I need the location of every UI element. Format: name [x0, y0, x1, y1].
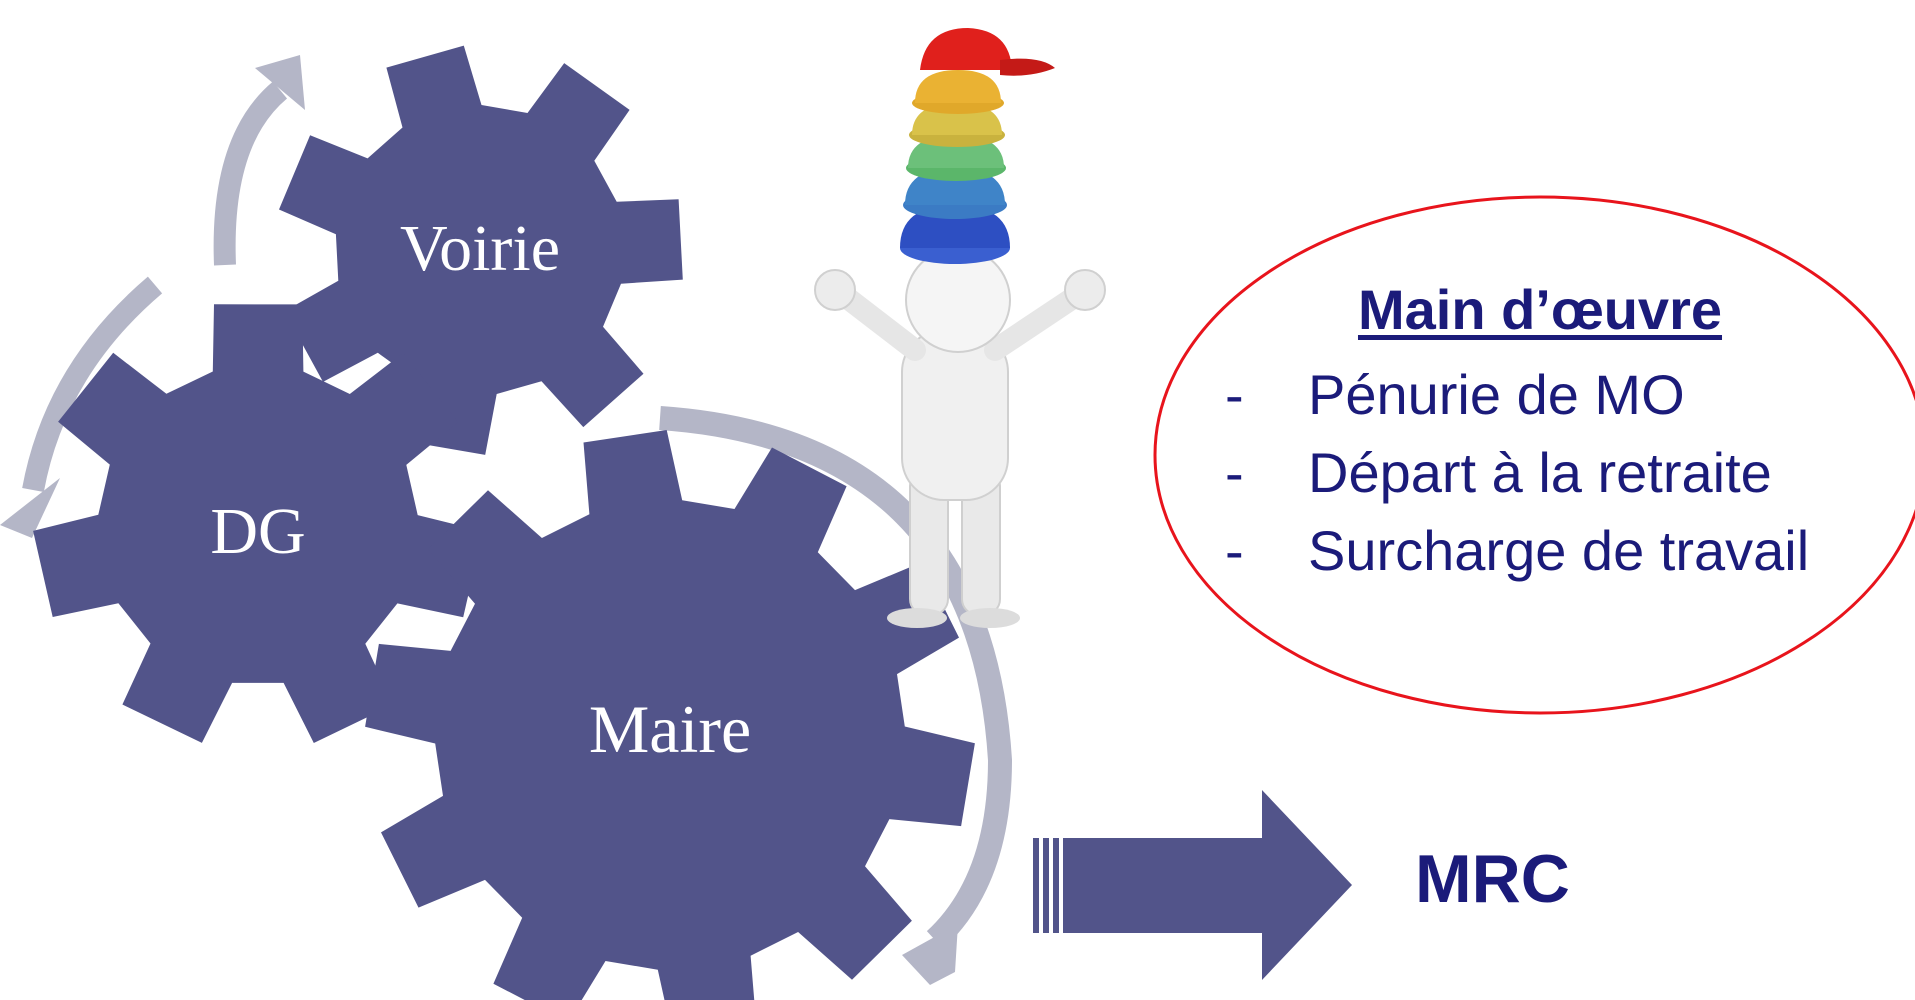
stick-figure-with-stacked-caps-icon: [814, 28, 1106, 628]
main-doeuvre-title: Main d’œuvre: [1357, 278, 1723, 341]
cycle-arrow-maire: [659, 406, 1013, 949]
cycle-arrow-head-left: [0, 478, 60, 538]
cycle-arrow-dg-to-voirie: [213, 81, 288, 266]
gear-label-dg: DG: [210, 495, 305, 568]
bullet-dash: -: [1225, 519, 1244, 582]
list-item: - Départ à la retraite: [1225, 434, 1809, 512]
cycle-arrow-voirie-to-dg: [22, 276, 163, 492]
gear-voirie: [279, 45, 683, 455]
bullet-dash: -: [1225, 363, 1244, 426]
main-doeuvre-oval: [1153, 195, 1915, 715]
cycle-arrow-head-top: [255, 55, 305, 110]
bullet-dash: -: [1225, 441, 1244, 504]
gear-label-maire: Maire: [589, 691, 751, 767]
gear-dg-shape: [33, 304, 483, 743]
list-item-text: Départ à la retraite: [1308, 441, 1772, 504]
gear-dg: [33, 304, 483, 743]
list-item-text: Surcharge de travail: [1308, 519, 1810, 582]
list-item: - Pénurie de MO: [1225, 356, 1809, 434]
gear-maire: [365, 430, 975, 1000]
main-doeuvre-list: - Pénurie de MO - Départ à la retraite - Su…: [1225, 356, 1809, 590]
cycle-arrow-head-bottom: [902, 924, 958, 985]
list-item: - Surcharge de travail: [1225, 512, 1809, 590]
gear-label-voirie: Voirie: [400, 212, 560, 285]
block-arrow-to-mrc: [1033, 790, 1352, 980]
mrc-label: MRC: [1415, 841, 1570, 917]
gear-voirie-shape: [279, 45, 683, 455]
list-item-text: Pénurie de MO: [1308, 363, 1685, 426]
gear-maire-shape: [365, 430, 975, 1000]
